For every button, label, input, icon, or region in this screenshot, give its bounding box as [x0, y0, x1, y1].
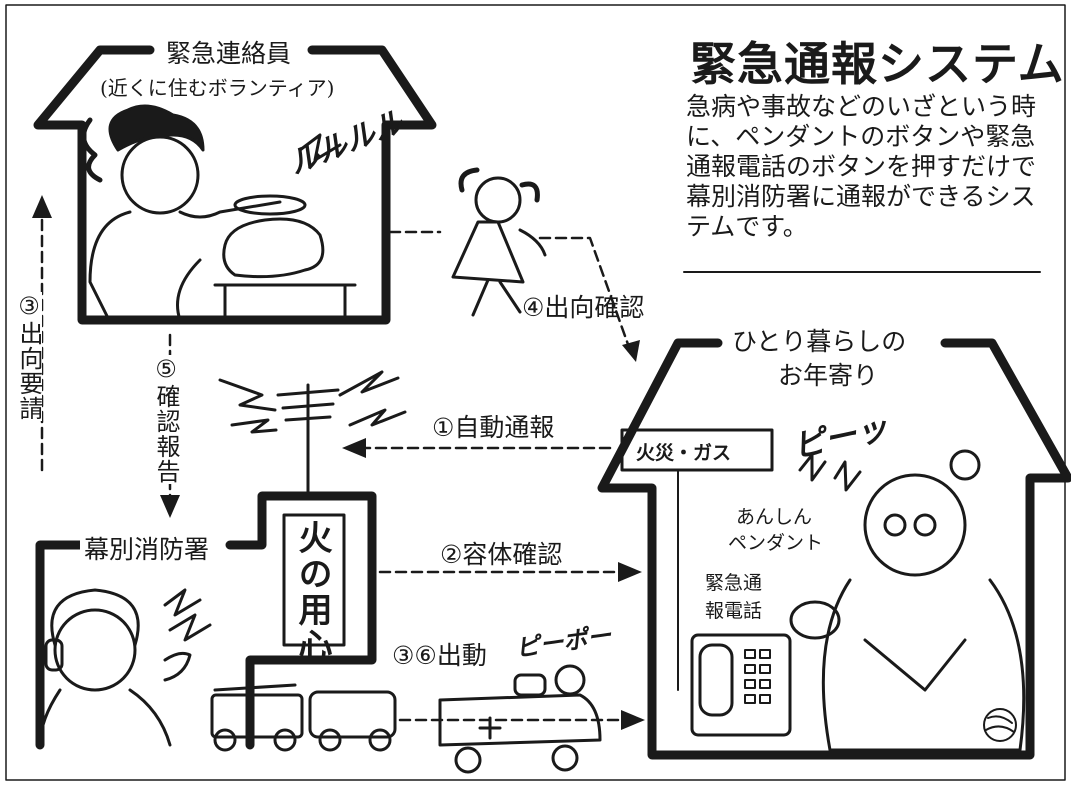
volunteer-sublabel: (近くに住むボランティア)	[100, 76, 335, 100]
parked-ambulance-icon	[308, 690, 397, 752]
pendant-label-line1: あんしん	[736, 506, 813, 528]
alert-zigzag-marks	[163, 133, 862, 642]
fire-station-building	[35, 491, 377, 750]
step-dispatch-request: ③出向要請	[15, 292, 43, 421]
step-dispatch: ③⑥出動	[392, 641, 487, 670]
firefighter-dispatcher-figure	[38, 588, 192, 747]
emergency-phone-label-line2: 報電話	[705, 600, 763, 622]
elderly-label-line2: お年寄り	[778, 361, 879, 390]
arrow-heads	[32, 195, 645, 730]
step-auto-report: ①自動通報	[432, 413, 555, 442]
step-confirm-report: ⑤確認報告	[152, 355, 180, 484]
fire-prevention-sign-frame	[282, 513, 346, 647]
description-line: に、ペンダントのボタンや緊急	[686, 122, 1036, 151]
fire-prevention-sign: 火の用心	[292, 520, 332, 664]
elderly-woman-figure	[821, 449, 1026, 752]
volunteer-house	[33, 45, 437, 325]
description-line: テムです。	[686, 212, 808, 241]
elderly-house	[597, 338, 1071, 760]
fire-station-label: 幕別消防署	[80, 530, 214, 566]
step-condition-check: ②容体確認	[440, 540, 563, 569]
volunteer-woman-figure	[81, 104, 282, 324]
description-line: 急病や事故などのいざという時	[686, 92, 1037, 121]
outer-frame	[5, 4, 1066, 781]
yarn-ball-icon	[983, 708, 1017, 742]
fire-gas-sensor-box	[620, 428, 774, 472]
pendant-label-line2: ペンダント	[728, 532, 824, 554]
moving-ambulance-icon	[438, 664, 602, 774]
description-block: 急病や事故などのいざという時 に、ペンダントのボタンや緊急 通報電話のボタンを押…	[686, 92, 1036, 242]
fire-gas-sensor-label: 火災・ガス	[636, 442, 732, 464]
fire-engine-icon	[210, 683, 304, 752]
emergency-phone-label-line1: 緊急通	[705, 572, 763, 594]
pendant-icon	[789, 600, 841, 640]
telephone-icon	[213, 194, 357, 320]
elderly-label-line1: ひとり暮らしの	[728, 322, 911, 358]
description-line: 通報電話のボタンを押すだけで	[686, 152, 1037, 181]
antenna-icon	[218, 370, 407, 494]
emergency-phone-icon	[690, 633, 792, 737]
volunteer-label: 緊急連絡員	[160, 34, 298, 70]
description-line: 幕別消防署に通報ができるシス	[686, 182, 1036, 211]
page-title: 緊急通報システム	[690, 37, 1065, 91]
running-girl-figure	[451, 167, 547, 317]
step-dispatch-confirm: ④出向確認	[522, 293, 645, 322]
